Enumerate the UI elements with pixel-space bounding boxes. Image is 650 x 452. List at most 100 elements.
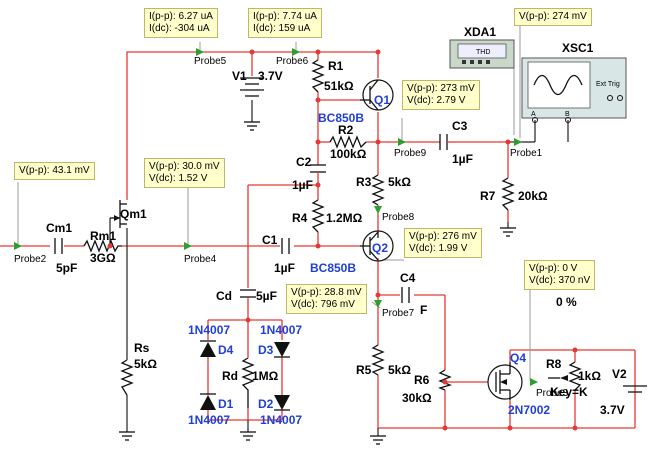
c2-label: C2: [296, 155, 312, 169]
r4-label: R4: [292, 211, 308, 225]
capacitor-cd-symbol: [240, 289, 256, 298]
probe4-note-line2: V(dc): 1.52 V: [149, 173, 208, 184]
probe8-arrow-icon: [374, 206, 382, 214]
cm1-label: Cm1: [46, 221, 72, 235]
r8-key: Key=K: [550, 385, 588, 399]
probe4-note-line1: V(p-p): 30.0 mV: [149, 161, 220, 172]
potentiometer-r8-symbol: [568, 361, 582, 391]
probe9-label: Probe9: [394, 148, 427, 159]
r8-percent: 0 %: [556, 295, 577, 309]
r1-label: R1: [328, 59, 344, 73]
resistor-r4-symbol: [311, 199, 325, 233]
probe9-arrow-icon: [398, 138, 406, 146]
probe9-note-line2: V(dc): 2.79 V: [407, 95, 466, 106]
xda1-label: XDA1: [464, 25, 496, 39]
c4-value: F: [420, 303, 427, 317]
r6-label: R6: [414, 373, 430, 387]
probe3-note-line1: V(p-p): 0 V: [529, 263, 578, 274]
diode-d2-symbol: [274, 395, 290, 411]
probe2-note: V(p-p): 43.1 mV: [14, 162, 95, 180]
xda1-thd-text: THD: [476, 49, 490, 56]
r6-value: 30kΩ: [402, 391, 432, 405]
rm1-label: Rm1: [90, 229, 116, 243]
r2-value: 100kΩ: [330, 147, 367, 161]
probe4-arrow-icon: [184, 242, 192, 250]
c1-label: C1: [262, 233, 278, 247]
oscilloscope-xsc1[interactable]: Ext Trig A B: [521, 57, 627, 123]
probe6-arrow-icon: [292, 48, 300, 56]
probe2-note-line1: V(p-p): 43.1 mV: [19, 165, 90, 176]
d4-label: D4: [218, 343, 234, 357]
probe6-note: I(p-p): 7.74 uA I(dc): 159 uA: [248, 8, 322, 38]
probe7-label: Probe7: [382, 308, 415, 319]
resistor-rd-symbol: [241, 357, 255, 408]
c1-value: 1µF: [274, 261, 295, 275]
r8-value: 1kΩ: [578, 369, 601, 383]
c4-label: C4: [400, 271, 416, 285]
capacitor-cm1-symbol: [54, 238, 63, 254]
v2-value: 3.7V: [600, 403, 625, 417]
probe2-arrow-icon: [14, 242, 22, 250]
scope-waveform: [533, 74, 583, 96]
d4-part: 1N4007: [188, 323, 230, 337]
transistor-qm1-symbol: [110, 200, 127, 228]
probe6-note-line2: I(dc): 159 uA: [253, 23, 311, 34]
q2-part: BC850B: [310, 261, 356, 275]
resistor-rm1-symbol: [83, 239, 122, 253]
d3-part: 1N4007: [260, 323, 302, 337]
c3-label: C3: [452, 119, 468, 133]
r5-value: 5kΩ: [388, 363, 411, 377]
probe4-note: V(p-p): 30.0 mV V(dc): 1.52 V: [144, 158, 225, 188]
probe1-arrow-icon: [514, 138, 522, 146]
diode-d3-symbol: [274, 342, 290, 358]
q1-label: Q1: [374, 93, 390, 107]
rd-label: Rd: [222, 369, 238, 383]
probe3-label: Probe3: [536, 388, 569, 399]
r7-value: 20kΩ: [518, 189, 548, 203]
cd-value: 5µF: [256, 289, 277, 303]
rs-value: 5kΩ: [134, 357, 157, 371]
junction-dots: [107, 49, 578, 431]
probe6-label: Probe6: [276, 56, 309, 67]
scope-ext-trig: Ext Trig: [596, 81, 620, 88]
capacitor-c2-symbol: [310, 164, 326, 177]
probe5-note: I(p-p): 6.27 uA I(dc): -304 uA: [144, 8, 218, 38]
battery-v1-symbol: [240, 77, 264, 97]
distortion-analyzer-xda1[interactable]: THD: [449, 39, 515, 69]
potentiometer-wiper-icon: [560, 375, 568, 381]
probe8-note-line2: V(dc): 1.99 V: [409, 243, 468, 254]
resistor-r1-symbol: [311, 59, 325, 93]
probe-markers: [14, 48, 538, 386]
transistor-q1-symbol: [360, 79, 394, 111]
note-pointers: [17, 26, 531, 380]
battery-v2-symbol: [623, 385, 647, 393]
mosfet-q4-symbol: [487, 362, 523, 400]
probe3-note: V(p-p): 0 V V(dc): 370 nV: [524, 260, 596, 290]
cm1-value: 5pF: [56, 261, 77, 275]
r3-value: 5kΩ: [388, 175, 411, 189]
resistor-r7-symbol: [501, 177, 515, 211]
d2-label: D2: [258, 397, 274, 411]
capacitor-c3-symbol: [439, 134, 456, 150]
probe7-note-line2: V(dc): 796 mV: [291, 299, 355, 310]
q2-label: Q2: [372, 241, 388, 255]
probe5-arrow-icon: [196, 48, 204, 56]
v1-label: V1: [232, 69, 247, 83]
d1-label: D1: [218, 397, 234, 411]
transistor-q2-symbol: [360, 230, 394, 262]
r7-label: R7: [480, 189, 496, 203]
q4-part: 2N7002: [508, 403, 550, 417]
probe8-note-line1: V(p-p): 276 mV: [409, 231, 477, 242]
r5-label: R5: [356, 363, 372, 377]
diode-d4-symbol: [200, 340, 216, 357]
r3-label: R3: [356, 175, 372, 189]
v2-label: V2: [612, 367, 627, 381]
probe1-note: V(p-p): 274 mV: [514, 8, 592, 26]
r8-label: R8: [546, 357, 562, 371]
resistor-r2-symbol: [329, 135, 367, 149]
capacitor-c4-symbol: [401, 287, 410, 303]
probe8-label: Probe8: [382, 212, 415, 223]
rm1-value: 3GΩ: [90, 251, 116, 265]
r4-value: 1.2MΩ: [326, 211, 363, 225]
black-wires: [109, 48, 569, 436]
